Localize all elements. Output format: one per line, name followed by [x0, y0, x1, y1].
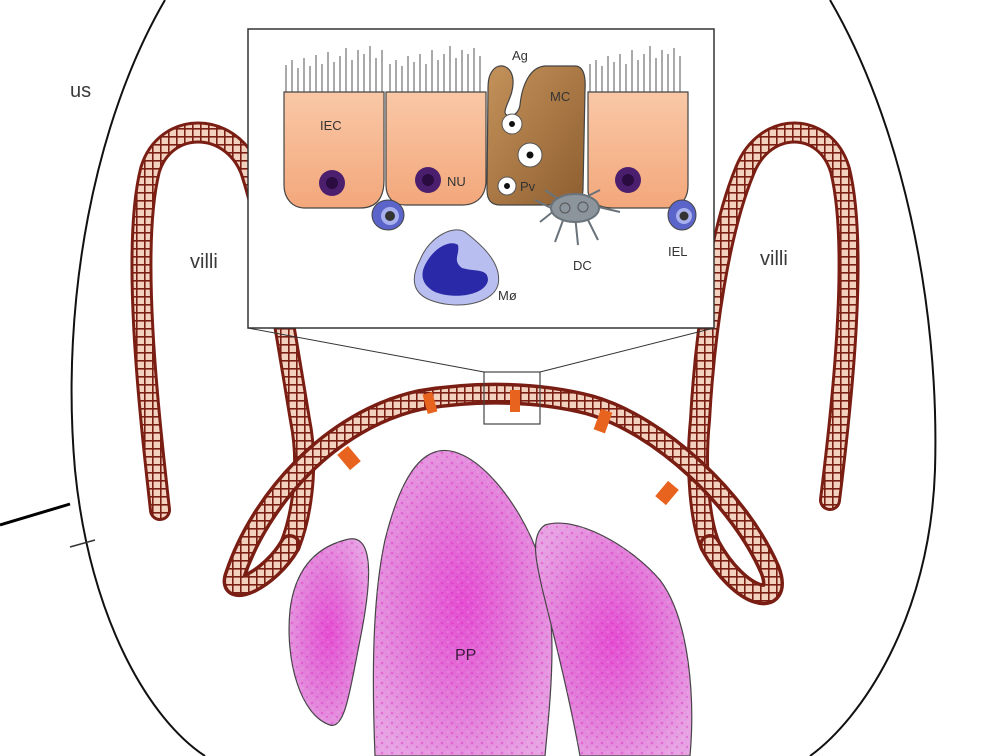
microvilli	[285, 46, 681, 95]
label-iec: IEC	[320, 118, 342, 133]
iec-cell-1	[283, 91, 385, 209]
m-cell-markers	[337, 390, 679, 506]
zoom-connector-left	[247, 327, 485, 373]
pointer-line	[0, 502, 71, 527]
vesicles	[497, 113, 543, 196]
peyers-patch	[288, 449, 693, 756]
label-pp: PP	[455, 647, 476, 664]
m-cell	[486, 65, 586, 206]
label-pv: Pv	[520, 179, 536, 194]
label-macrophage: Mø	[498, 288, 517, 303]
iec-cell-2	[385, 91, 487, 206]
label-iel: IEL	[668, 244, 688, 259]
nuclei	[319, 167, 641, 196]
macrophage	[413, 229, 500, 306]
label-villi-right: villi	[760, 248, 788, 270]
label-us: us	[70, 80, 91, 102]
label-dc: DC	[573, 258, 592, 273]
zoom-region-box	[483, 371, 541, 425]
pointer-tick	[69, 539, 96, 548]
label-mc: MC	[550, 89, 570, 104]
dendritic-cell	[534, 189, 621, 246]
iec-cell-3	[587, 91, 689, 209]
label-villi-left: villi	[190, 251, 218, 273]
iel-cells	[371, 199, 697, 231]
epithelium-inset: Ag MC IEC NU Pv DC IEL Mø	[247, 28, 715, 329]
label-ag: Ag	[512, 48, 528, 63]
label-nu: NU	[447, 174, 466, 189]
outer-section-outline	[70, 0, 937, 756]
zoom-connector-right	[539, 327, 715, 373]
